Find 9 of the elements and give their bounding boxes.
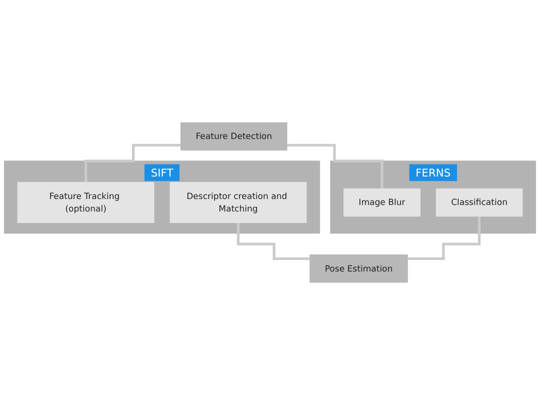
connector bbox=[286, 144, 384, 190]
node-box: Feature Detection bbox=[180, 122, 288, 151]
connector bbox=[408, 215, 481, 260]
node-box: Pose Estimation bbox=[310, 254, 408, 283]
node-box: Image Blur bbox=[343, 188, 420, 217]
node-box: Classification bbox=[436, 188, 523, 217]
node-box: Descriptor creation and Matching bbox=[170, 182, 307, 224]
connector bbox=[236, 221, 310, 260]
node-box: Feature Tracking (optional) bbox=[17, 182, 154, 224]
